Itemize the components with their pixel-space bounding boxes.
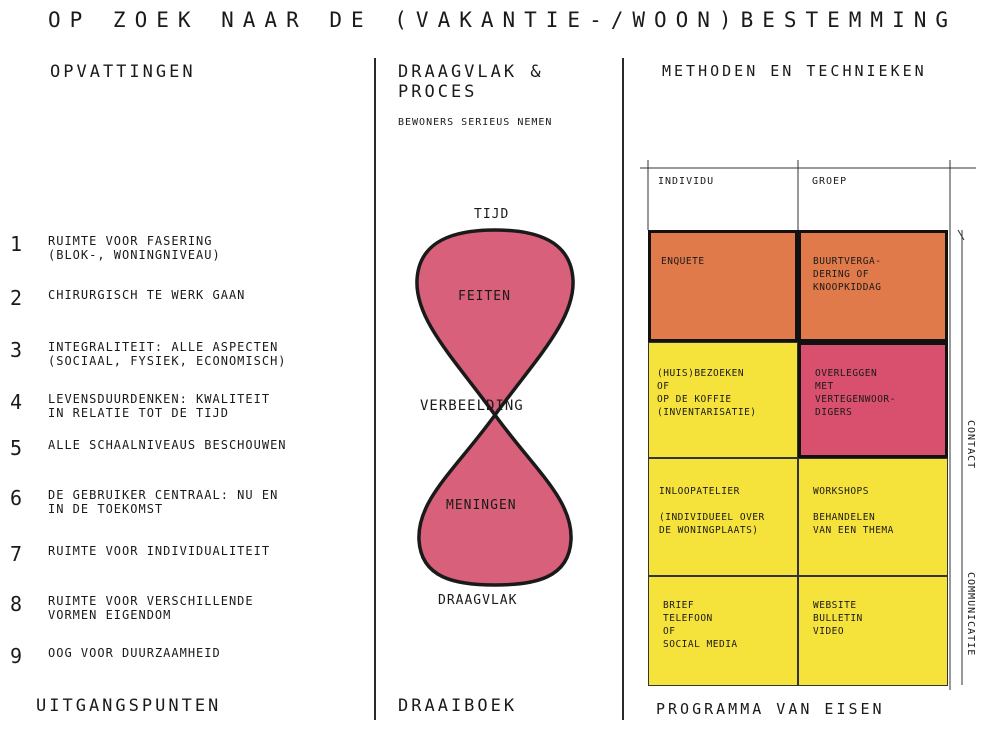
method-cell-buurtvergadering: BUURTVERGA- DERING OF KNOOPKIDDAG (798, 230, 948, 342)
cell-text: WEBSITE BULLETIN VIDEO (813, 600, 863, 637)
column-footer-draaiboek: DRAAIBOEK (398, 696, 518, 716)
method-cell-website: WEBSITE BULLETIN VIDEO (798, 576, 948, 686)
list-text: RUIMTE VOOR FASERING (BLOK-, WONINGNIVEA… (48, 234, 221, 262)
cell-text: ENQUETE (661, 256, 705, 267)
method-cell-brief: BRIEF TELEFOON OF SOCIAL MEDIA (648, 576, 798, 686)
column-header-opvattingen: OPVATTINGEN (50, 62, 196, 82)
grid-header-groep: GROEP (812, 176, 848, 187)
cell-text: WORKSHOPS BEHANDELEN VAN EEN THEMA (813, 486, 894, 536)
side-label-contact: CONTACT (965, 420, 976, 470)
list-number: 2 (10, 286, 23, 310)
column-header-methoden: METHODEN EN TECHNIEKEN (662, 62, 927, 80)
method-cell-enquete: ENQUETE (648, 230, 798, 342)
hourglass-label-opinions: MENINGEN (446, 498, 517, 513)
list-number: 8 (10, 592, 23, 616)
list-number: 6 (10, 486, 23, 510)
list-text: ALLE SCHAALNIVEAUS BESCHOUWEN (48, 438, 287, 452)
grid-header-individu: INDIVIDU (658, 176, 715, 187)
list-text: INTEGRALITEIT: ALLE ASPECTEN (SOCIAAL, F… (48, 340, 287, 368)
method-cell-huisbezoeken: (HUIS)BEZOEKEN OF OP DE KOFFIE (INVENTAR… (648, 342, 798, 458)
list-text: OOG VOOR DUURZAAMHEID (48, 646, 221, 660)
column-header-draagvlak: DRAAGVLAK & PROCES (398, 62, 544, 102)
divider-right (622, 58, 624, 720)
hourglass-label-support: DRAAGVLAK (438, 593, 518, 608)
list-number: 1 (10, 232, 23, 256)
method-cell-workshops: WORKSHOPS BEHANDELEN VAN EEN THEMA (798, 458, 948, 576)
hourglass-diagram (415, 228, 575, 587)
cell-text: BUURTVERGA- DERING OF KNOOPKIDDAG (813, 256, 882, 293)
list-number: 9 (10, 644, 23, 668)
cell-text: OVERLEGGEN MET VERTEGENWOOR- DIGERS (815, 368, 896, 418)
list-text: CHIRURGISCH TE WERK GAAN (48, 288, 246, 302)
list-number: 4 (10, 390, 23, 414)
list-text: DE GEBRUIKER CENTRAAL: NU EN IN DE TOEKO… (48, 488, 279, 516)
column-footer-uitgangspunten: UITGANGSPUNTEN (36, 696, 222, 716)
side-label-communicatie: COMMUNICATIE (965, 572, 976, 657)
cell-text: (HUIS)BEZOEKEN OF OP DE KOFFIE (INVENTAR… (657, 368, 757, 418)
page-title: OP ZOEK NAAR DE (VAKANTIE-/WOON)BESTEMMI… (48, 8, 958, 32)
hourglass-label-time: TIJD (474, 207, 510, 222)
list-text: LEVENSDUURDENKEN: KWALITEIT IN RELATIE T… (48, 392, 271, 420)
cell-text: BRIEF TELEFOON OF SOCIAL MEDIA (663, 600, 738, 650)
hourglass-shape (415, 228, 575, 587)
column-footer-programma: PROGRAMMA VAN EISEN (656, 700, 885, 718)
list-text: RUIMTE VOOR INDIVIDUALITEIT (48, 544, 271, 558)
hourglass-label-facts: FEITEN (458, 289, 511, 304)
method-cell-overleggen: OVERLEGGEN MET VERTEGENWOOR- DIGERS (798, 342, 948, 458)
column-subheader-bewoners: BEWONERS SERIEUS NEMEN (398, 117, 553, 128)
list-number: 3 (10, 338, 23, 362)
hourglass-label-imagination: VERBEELDING (420, 398, 524, 414)
list-text: RUIMTE VOOR VERSCHILLENDE VORMEN EIGENDO… (48, 594, 254, 622)
method-cell-inloopatelier: INLOOPATELIER (INDIVIDUEEL OVER DE WONIN… (648, 458, 798, 576)
list-number: 7 (10, 542, 23, 566)
grid-lines (640, 160, 976, 690)
cell-text: INLOOPATELIER (INDIVIDUEEL OVER DE WONIN… (659, 486, 765, 536)
divider-left (374, 58, 376, 720)
list-number: 5 (10, 436, 23, 460)
